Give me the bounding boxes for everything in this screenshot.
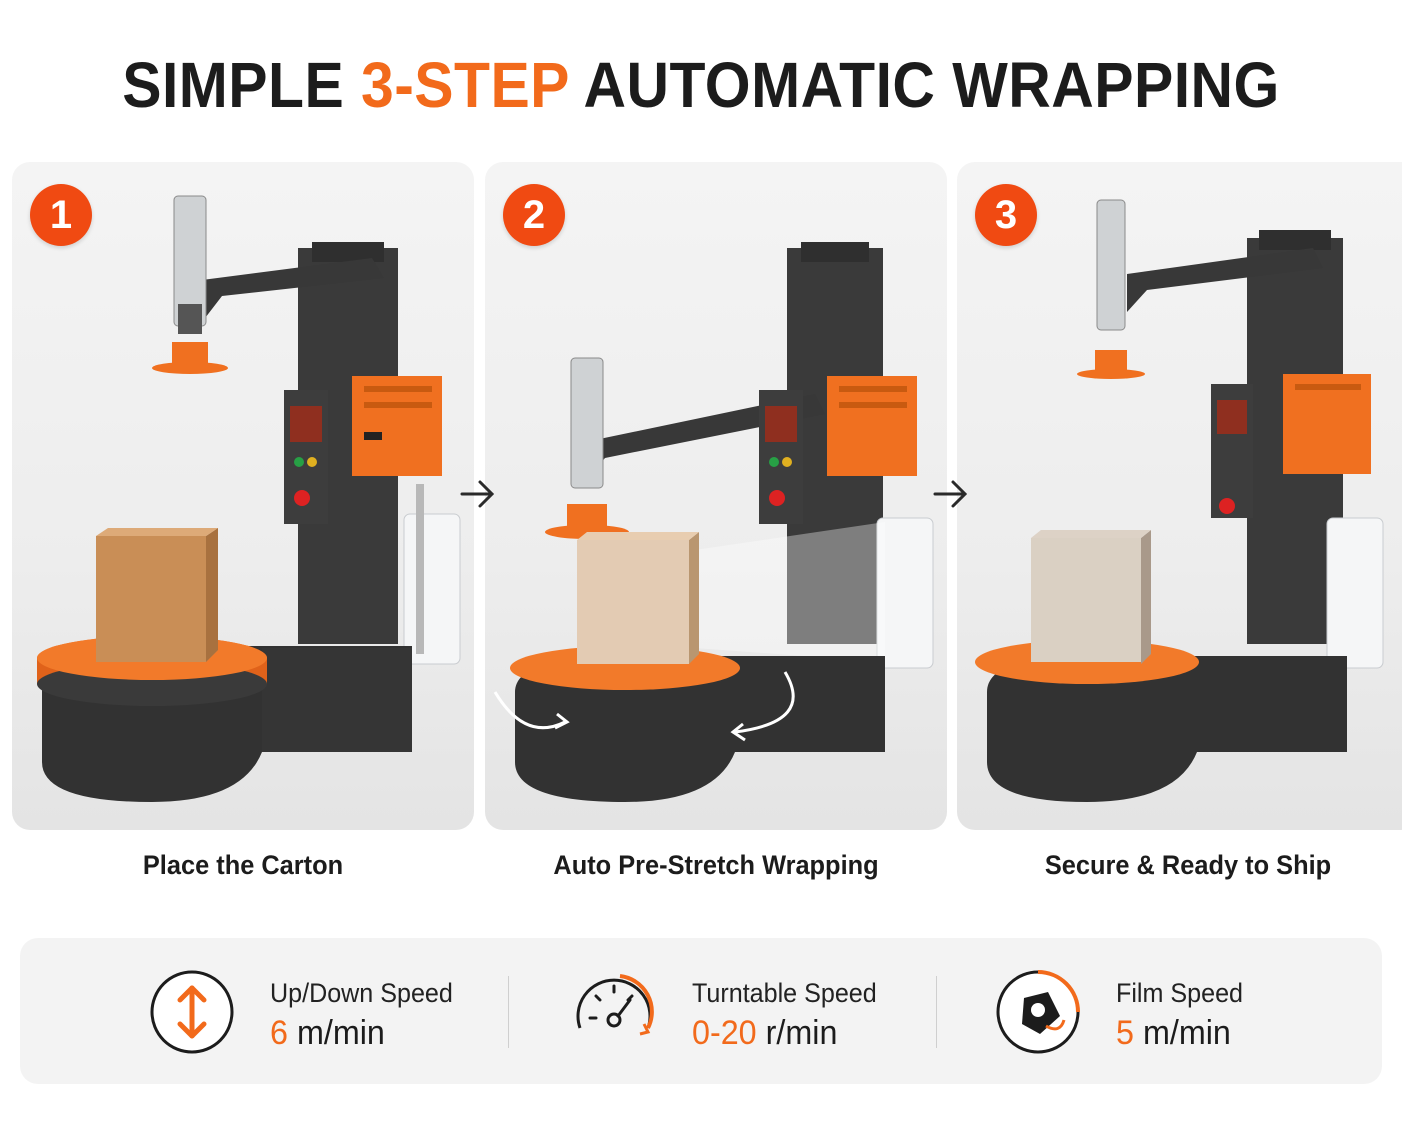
spec-value: 6 m/min xyxy=(270,1014,385,1053)
step-number-badge: 2 xyxy=(503,184,565,246)
step-number-badge: 1 xyxy=(30,184,92,246)
arrow-right-icon xyxy=(460,480,495,508)
speedometer-icon xyxy=(576,974,654,1036)
machine-illustration xyxy=(37,195,461,802)
step-panel-1: 1 xyxy=(12,162,474,830)
spec-label: Up/Down Speed xyxy=(270,978,453,1008)
spec-label: Turntable Speed xyxy=(692,978,877,1008)
divider xyxy=(936,976,937,1048)
spec-value-unit: r/min xyxy=(765,1014,838,1052)
spec-label: Film Speed xyxy=(1116,978,1244,1008)
arrow-right-icon xyxy=(933,480,968,508)
spec-value-number: 6 xyxy=(270,1014,288,1052)
spec-value-number: 0-20 xyxy=(692,1014,757,1052)
spec-value-unit: m/min xyxy=(1142,1014,1231,1052)
spec-value-number: 5 xyxy=(1116,1014,1134,1052)
step-number-badge: 3 xyxy=(975,184,1037,246)
step-caption-3: Secure & Ready to Ship xyxy=(1044,850,1332,880)
machine-illustration xyxy=(493,242,934,802)
step-caption-2: Auto Pre-Stretch Wrapping xyxy=(553,850,879,880)
machine-illustration xyxy=(975,199,1384,802)
title-accent: 3-STEP xyxy=(361,49,569,121)
up-down-arrow-icon xyxy=(150,970,234,1054)
spec-film-speed: Film Speed 5 m/min xyxy=(866,938,1306,1084)
spec-turntable-speed: Turntable Speed 0-20 r/min xyxy=(442,938,882,1084)
divider xyxy=(508,976,509,1048)
step-panel-2: 2 xyxy=(485,162,947,830)
specs-bar: Up/Down Speed 6 m/min Turntable Speed 0-… xyxy=(20,938,1382,1084)
step-caption-1: Place the Carton xyxy=(142,850,344,880)
page-title: SIMPLE 3-STEP AUTOMATIC WRAPPING xyxy=(56,48,1346,122)
spec-updown-speed: Up/Down Speed 6 m/min xyxy=(20,938,460,1084)
spec-value-unit: m/min xyxy=(296,1014,385,1052)
spec-value: 5 m/min xyxy=(1116,1014,1231,1053)
title-prefix: SIMPLE xyxy=(122,49,345,121)
spec-value: 0-20 r/min xyxy=(692,1014,837,1053)
film-tag-icon xyxy=(996,970,1080,1054)
step-panel-3: 3 xyxy=(957,162,1402,830)
title-suffix: AUTOMATIC WRAPPING xyxy=(583,49,1280,121)
